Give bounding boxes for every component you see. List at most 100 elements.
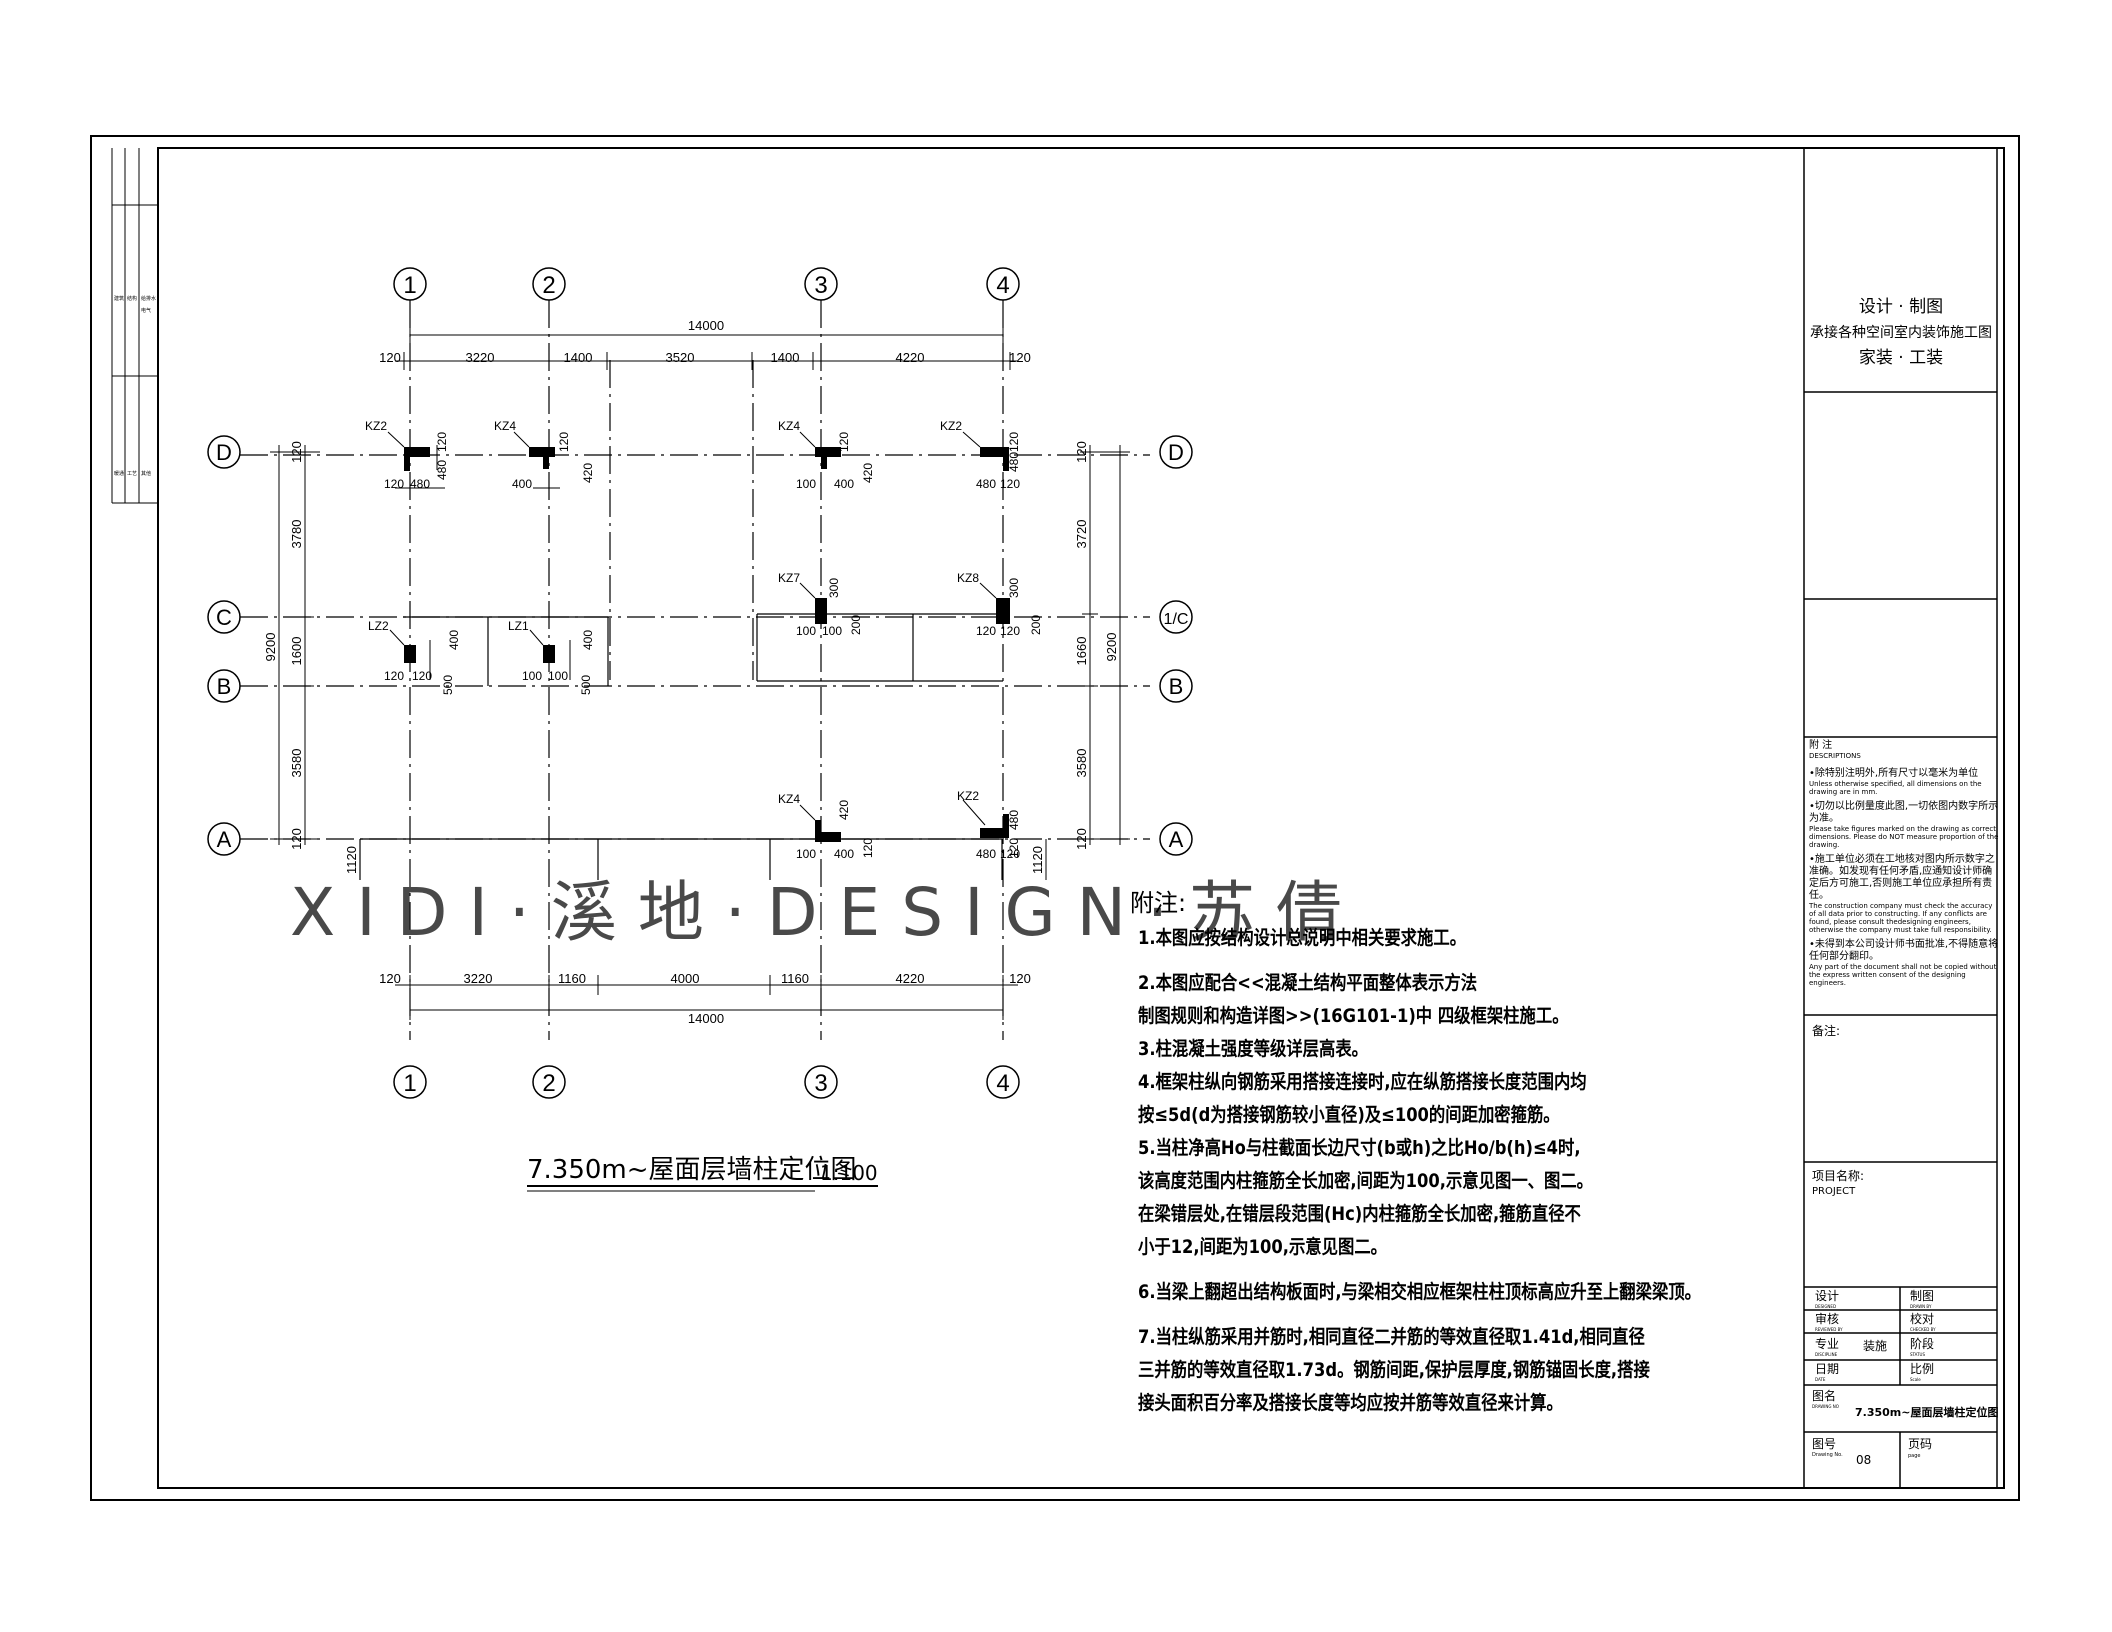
project-label-en: PROJECT [1812, 1186, 1856, 1197]
description-text-en: Please take figures marked on the drawin… [1809, 825, 1999, 849]
column-dim: 420 [861, 463, 875, 483]
column-kz4-d3 [799, 431, 841, 469]
grid-label-right-1c: 1/C [1164, 611, 1189, 628]
grid-label-right-b: B [1169, 674, 1184, 699]
grid-label-top-3: 3 [814, 272, 827, 299]
dim-left-span: 120 [289, 441, 304, 463]
column-tag: KZ8 [957, 571, 979, 585]
column-kz2-a4 [962, 799, 1009, 838]
column-dim: 480 [976, 847, 996, 861]
column-dim: 100 [796, 624, 816, 638]
column-dim: 120 [435, 432, 449, 452]
grid-label-left-d: D [216, 440, 232, 465]
company-line3: 家装 · 工装 [1859, 348, 1943, 368]
dim-right-span: 120 [1074, 828, 1089, 850]
company-line2: 承接各种空间室内装饰施工图 [1810, 324, 1992, 341]
column-dim: 480 [1007, 810, 1021, 830]
description-text-en: Unless otherwise specified, all dimensio… [1809, 780, 1982, 796]
drawing-name-label-en: DRAWING NO [1812, 1404, 1839, 1409]
major-label-en: DISCIPLINE [1815, 1352, 1838, 1357]
column-dim: 120 [1000, 847, 1020, 861]
dim-left-span: 1600 [289, 637, 304, 666]
column-dim: 480 [1007, 452, 1021, 472]
project-label: 项目名称: [1812, 1168, 1864, 1183]
review-label: 审核 [1815, 1311, 1839, 1326]
dim-left-span: 3580 [289, 749, 304, 778]
drawing-no-value: 08 [1856, 1453, 1871, 1467]
outer-frame [90, 135, 2020, 1501]
dim-bottom-span: 120 [1009, 971, 1031, 986]
column-lz2-b1 [389, 629, 431, 680]
column-dim: 100 [548, 669, 568, 683]
design-label: 设计 [1815, 1289, 1839, 1303]
remarks-label: 备注: [1812, 1023, 1840, 1038]
column-tag: KZ4 [778, 419, 800, 433]
note-line: 该高度范围内柱箍筋全长加密,间距为100,示意见图一、图二。 [1138, 1170, 1594, 1192]
company-line1: 设计 · 制图 [1859, 297, 1943, 317]
dim-top-span: 4220 [896, 350, 925, 365]
left-strip-text: 暖通 [114, 470, 124, 477]
dim-bottom-overall: 14000 [688, 1011, 724, 1026]
review-label-en: REVIEWED BY [1815, 1327, 1843, 1332]
column-dim: 120 [1000, 624, 1020, 638]
drawing-name-value: 7.350m~屋面层墙柱定位图 [1855, 1405, 1998, 1419]
grid-label-bottom-2: 2 [542, 1070, 555, 1097]
column-dim: 120 [384, 669, 404, 683]
dim-bottom-span: 4000 [671, 971, 700, 986]
dim-top-span: 1400 [771, 350, 800, 365]
dim-top-span: 1400 [564, 350, 593, 365]
left-strip-text: 其他 [141, 470, 151, 477]
dim-right-span: 3580 [1074, 749, 1089, 778]
check-label-en: CHECKED BY [1910, 1327, 1936, 1332]
column-dim: 400 [834, 477, 854, 491]
column-dim: 100 [796, 477, 816, 491]
grid-label-top-2: 2 [542, 272, 555, 299]
grid-bubbles-right [1159, 435, 1193, 856]
left-strip-text: 给排水 [141, 295, 156, 302]
grid-label-bottom-3: 3 [814, 1070, 827, 1097]
column-dim: 300 [1007, 578, 1021, 598]
column-kz2-d1 [387, 431, 445, 489]
column-kz4-a3 [799, 804, 841, 842]
description-text-en: The construction company must check the … [1809, 902, 1993, 934]
column-dim: 400 [581, 630, 595, 650]
column-dim: 200 [849, 615, 863, 635]
column-lz1-b2 [529, 629, 571, 680]
description-item: •切勿以比例量度此图,一切依图内数字所示为准。 Please take figu… [1809, 801, 1999, 849]
column-dim: 120 [384, 477, 404, 491]
note-line: 接头面积百分率及搭接长度等均应按并筋等效直径来计算。 [1138, 1392, 1563, 1414]
description-text: •施工单位必须在工地核对图内所示数字之准确。如发现有任何矛盾,应通知设计师确定后… [1809, 854, 1995, 901]
note-line: 3.柱混凝土强度等级详层高表。 [1138, 1038, 1369, 1060]
major-label: 专业 [1815, 1336, 1839, 1351]
column-dim: 100 [822, 624, 842, 638]
right-dimension-lines [1080, 445, 1130, 845]
dim-top-span: 3520 [666, 350, 695, 365]
column-dim: 420 [837, 800, 851, 820]
column-dim: 300 [827, 578, 841, 598]
grid-label-right-d: D [1168, 440, 1184, 465]
grid-label-left-a: A [217, 827, 232, 852]
dim-left-span: 120 [289, 828, 304, 850]
column-dim: 120 [1007, 838, 1021, 858]
title-block-frame [1803, 148, 1998, 1488]
drawing-scale: 1:100 [820, 1161, 878, 1185]
wall-lines [359, 613, 1003, 880]
scale-label: 比例 [1910, 1362, 1934, 1376]
column-tag: KZ2 [957, 789, 979, 803]
descriptions-title-en: DESCRIPTIONS [1809, 752, 1861, 760]
description-text: •除特别注明外,所有尺寸以毫米为单位 [1809, 768, 1979, 779]
column-tag: KZ7 [778, 571, 800, 585]
left-strip-text: 工艺 [127, 471, 137, 477]
check-label: 校对 [1910, 1311, 1934, 1326]
description-item: •施工单位必须在工地核对图内所示数字之准确。如发现有任何矛盾,应通知设计师确定后… [1809, 854, 1999, 934]
column-tag: KZ2 [365, 419, 387, 433]
description-text-en: Any part of the document shall not be co… [1809, 963, 1997, 987]
column-dim: 480 [435, 460, 449, 480]
dim-top-span: 120 [1009, 350, 1031, 365]
drawing-name-label: 图名 [1812, 1388, 1836, 1403]
design-label-en: DESIGNED [1815, 1304, 1836, 1309]
column-dim: 400 [447, 630, 461, 650]
dim-1120 [359, 839, 1047, 880]
note-line: 2.本图应配合<<混凝土结构平面整体表示方法 [1138, 972, 1478, 994]
